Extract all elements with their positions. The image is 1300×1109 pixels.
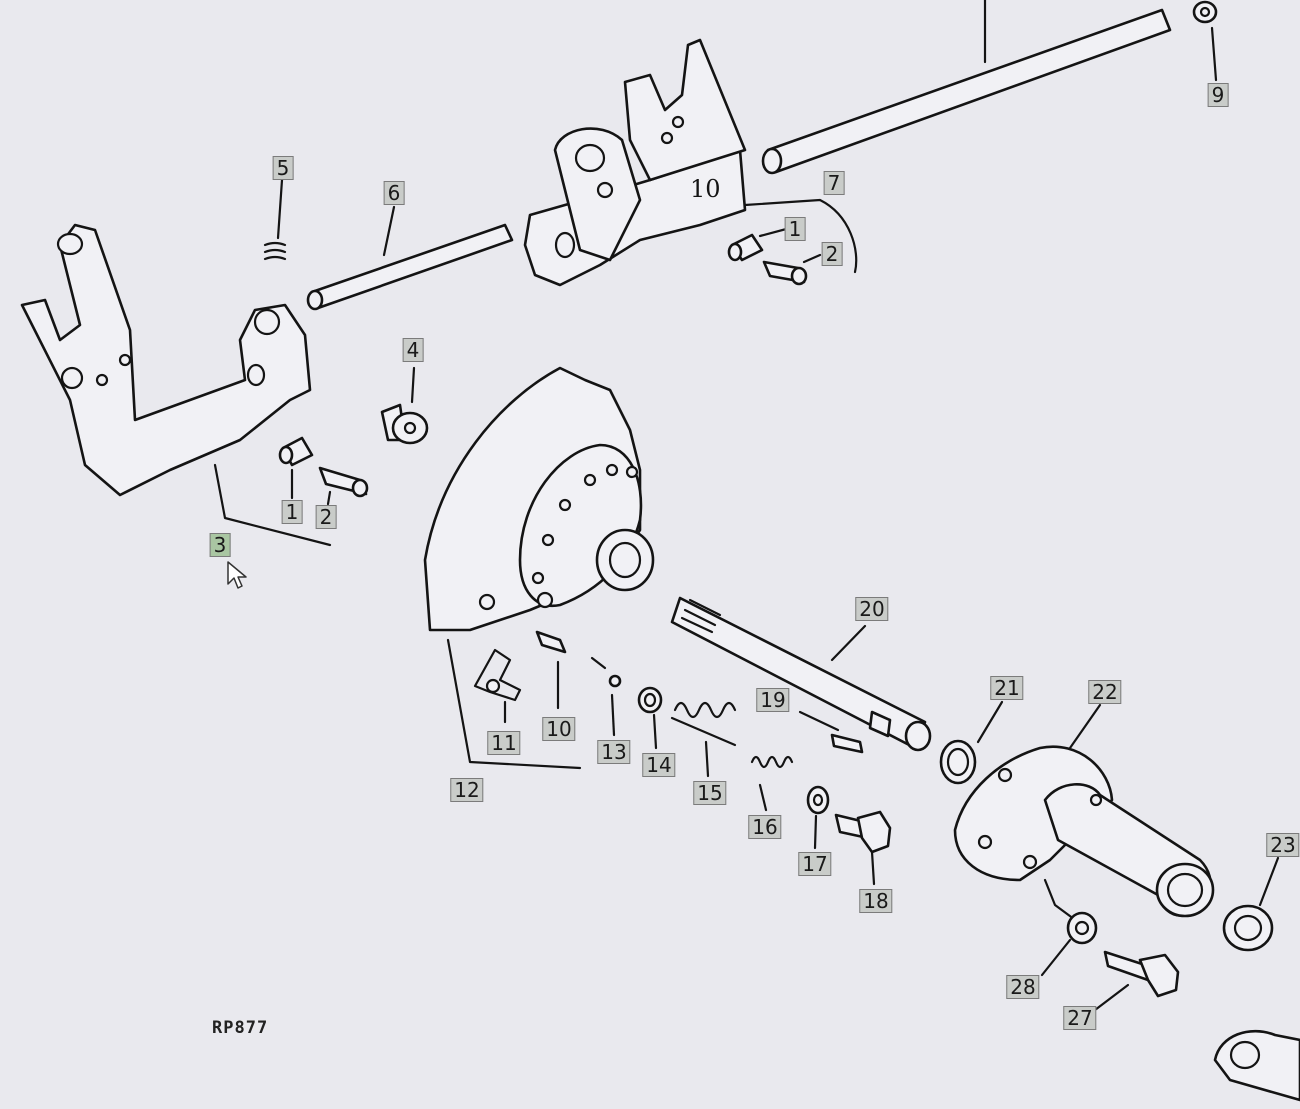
drawing-reference-code: RP877 — [212, 1018, 269, 1038]
callout-10: 10 — [542, 717, 576, 741]
callout-19: 19 — [756, 688, 790, 712]
pin-bolt-upper — [727, 226, 822, 286]
washer-17 — [806, 785, 830, 850]
bolt-27 — [1093, 950, 1180, 1012]
spring-clip-11 — [473, 648, 522, 724]
callout-2-lower: 2 — [315, 505, 337, 529]
bushing-23 — [1222, 856, 1280, 952]
shift-fork-upper: 10 — [523, 38, 858, 287]
callout-2-upper: 2 — [821, 242, 843, 266]
shift-rod-6 — [306, 205, 514, 311]
shift-rod-top — [761, 0, 1172, 175]
callout-14: 14 — [642, 753, 676, 777]
callout-4: 4 — [402, 338, 424, 362]
callout-27: 27 — [1063, 1006, 1097, 1030]
svg-text:10: 10 — [690, 175, 721, 203]
shift-fork-lower — [20, 223, 332, 547]
callout-18: 18 — [859, 889, 893, 913]
callout-9: 9 — [1207, 83, 1229, 107]
plug-4 — [380, 366, 429, 445]
lever-26-partial — [1213, 1029, 1300, 1102]
nut-9 — [1192, 0, 1218, 82]
bolt-18 — [834, 810, 892, 886]
o-ring-21 — [939, 700, 1004, 785]
callout-22: 22 — [1088, 680, 1122, 704]
washer-28 — [1040, 911, 1098, 977]
shaft-20 — [670, 596, 932, 752]
support-22 — [953, 703, 1215, 924]
spring-16 — [750, 755, 794, 812]
callout-13: 13 — [597, 740, 631, 764]
callout-1-upper: 1 — [784, 217, 806, 241]
callout-11: 11 — [487, 731, 521, 755]
callout-7: 7 — [823, 171, 845, 195]
callout-23: 23 — [1266, 833, 1300, 857]
callout-1-lower: 1 — [281, 500, 303, 524]
callout-16: 16 — [748, 815, 782, 839]
bushing-14 — [637, 686, 663, 750]
callout-5: 5 — [272, 156, 294, 180]
callout-20: 20 — [855, 597, 889, 621]
ball-13 — [590, 656, 622, 737]
housing-12 — [423, 366, 655, 770]
callout-21: 21 — [990, 676, 1024, 700]
callout-12: 12 — [450, 778, 484, 802]
callout-15: 15 — [693, 781, 727, 805]
key-19 — [798, 710, 864, 754]
mouse-pointer-icon — [227, 561, 247, 589]
callout-6: 6 — [383, 181, 405, 205]
callout-3: 3 — [209, 533, 231, 557]
roll-pin-10 — [535, 630, 567, 710]
spring-15 — [670, 701, 737, 778]
spring-5 — [263, 178, 287, 261]
callout-28: 28 — [1006, 975, 1040, 999]
pin-bolt-lower — [278, 436, 369, 506]
callout-17: 17 — [798, 852, 832, 876]
